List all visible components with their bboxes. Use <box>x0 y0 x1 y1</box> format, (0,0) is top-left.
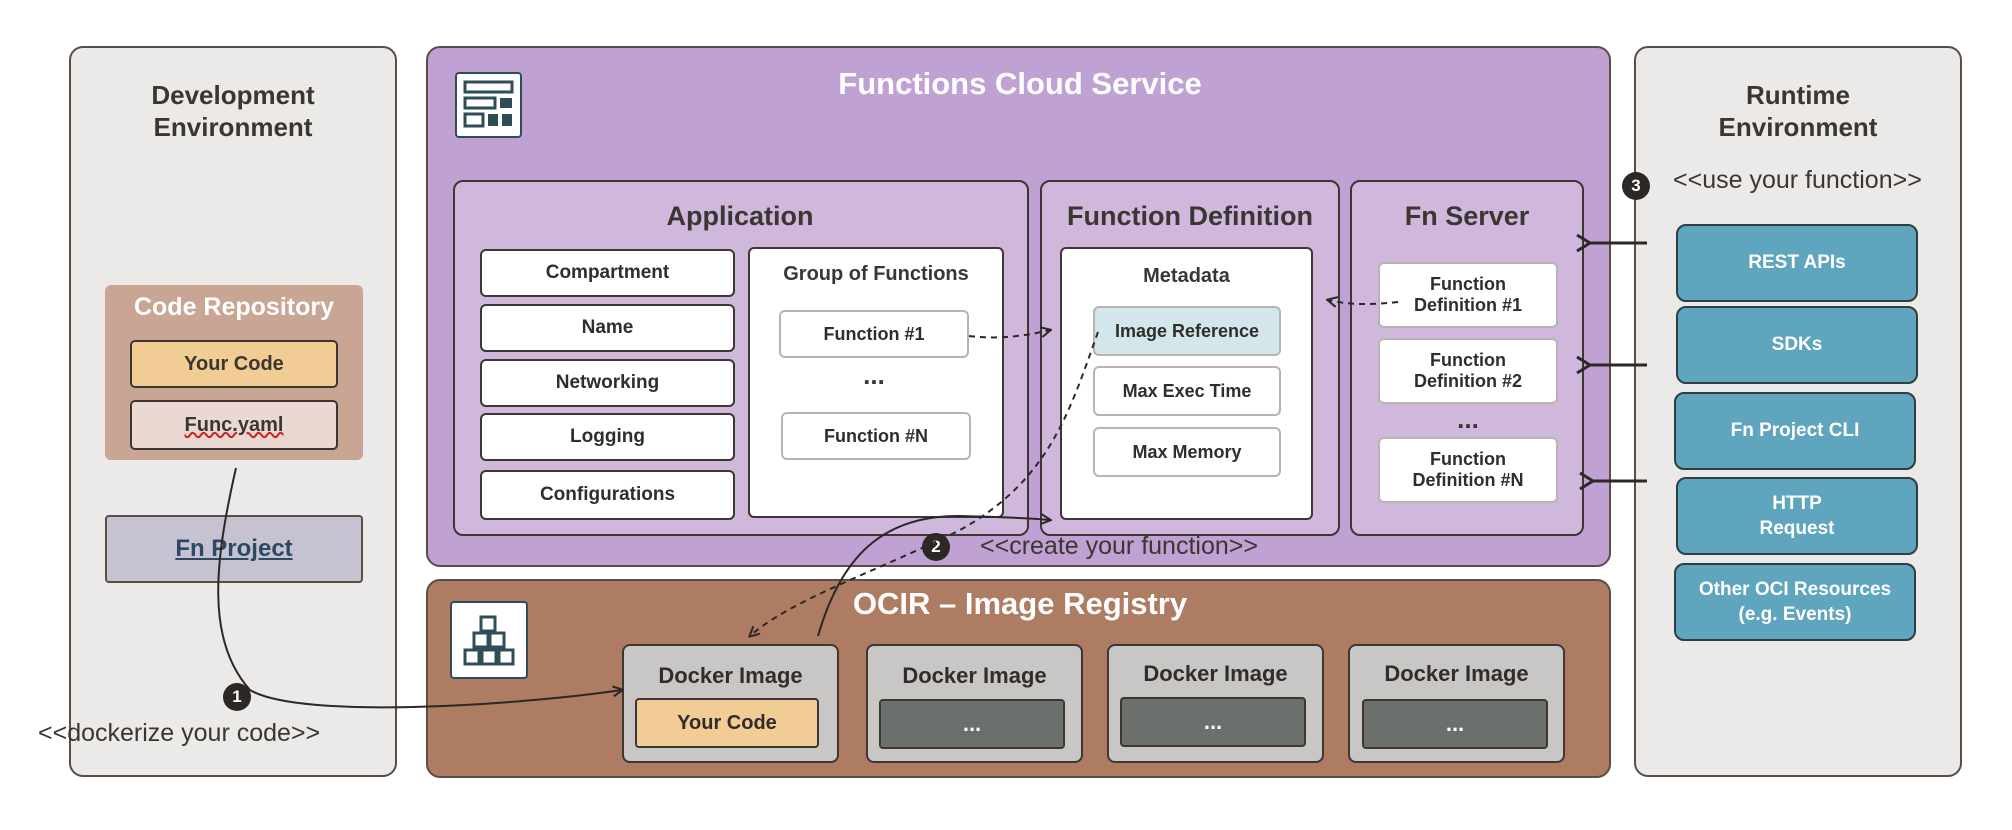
fn-server-title: Fn Server <box>1404 200 1530 231</box>
dockerize-arrow <box>217 467 622 709</box>
ocir-title: OCIR – Image Registry <box>852 586 1188 621</box>
http-request-client[interactable]: HTTP Request <box>1676 477 1918 555</box>
functions-ellipsis: ... <box>863 359 885 390</box>
max-exec-time: Max Exec Time <box>1093 366 1281 416</box>
application-compartment: Compartment <box>480 249 735 297</box>
docker-image-content: ... <box>879 699 1065 749</box>
step-2-marker: 2 <box>922 533 950 561</box>
create-function-label: <<create your function>> <box>980 532 1258 560</box>
group-of-functions-title: Group of Functions <box>783 262 969 285</box>
docker-image-label: Docker Image <box>1384 661 1529 686</box>
fn-server-definition-2: Function Definition #2 <box>1378 338 1558 404</box>
dashboard-icon <box>463 80 514 128</box>
application-networking: Networking <box>480 359 735 407</box>
step-3-marker: 3 <box>1622 172 1650 200</box>
fn-server-to-metadata-arrow <box>1328 300 1399 304</box>
fn-project-link[interactable]: Fn Project <box>105 515 363 583</box>
sdks-client[interactable]: SDKs <box>1676 306 1918 384</box>
fn-server-definition-n: Function Definition #N <box>1378 437 1558 503</box>
dockerize-label: <<dockerize your code>> <box>38 719 321 747</box>
function-1: Function #1 <box>779 310 969 358</box>
function-to-image-reference-arrow <box>968 330 1050 339</box>
ocir-icon <box>450 601 528 679</box>
docker-image-label: Docker Image <box>1143 661 1288 686</box>
development-environment-title: Development Environment <box>151 80 315 142</box>
function-n: Function #N <box>781 412 971 460</box>
application-configurations: Configurations <box>480 470 735 520</box>
registry-icon <box>463 615 515 666</box>
fn-server-definition-1: Function Definition #1 <box>1378 262 1558 328</box>
fn-project-cli-client[interactable]: Fn Project CLI <box>1674 392 1916 470</box>
docker-image-content: ... <box>1362 699 1548 749</box>
group-of-functions-box <box>748 247 1004 518</box>
code-repository-title: Code Repository <box>133 292 335 321</box>
function-definition-title: Function Definition <box>1067 200 1313 231</box>
image-reference: Image Reference <box>1093 306 1281 356</box>
docker-image-your-code-content: Your Code <box>635 698 819 748</box>
application-title: Application <box>666 200 814 231</box>
functions-cloud-service-title: Functions Cloud Service <box>838 66 1202 101</box>
functions-service-icon <box>455 72 522 138</box>
runtime-environment-title: Runtime Environment <box>1718 80 1878 142</box>
docker-image-label: Docker Image <box>658 663 803 688</box>
func-yaml-file: Func.yaml <box>130 400 338 450</box>
application-name: Name <box>480 304 735 352</box>
image-reference-to-docker-arrow <box>750 331 1099 636</box>
fn-server-ellipsis: ... <box>1457 403 1479 434</box>
your-code-file: Your Code <box>130 340 338 388</box>
application-logging: Logging <box>480 413 735 461</box>
docker-image-content: ... <box>1120 697 1306 747</box>
step-1-marker: 1 <box>223 683 251 711</box>
docker-image-label: Docker Image <box>902 663 1047 688</box>
metadata-title: Metadata <box>1143 264 1230 287</box>
rest-apis-client[interactable]: REST APIs <box>1676 224 1918 302</box>
max-memory: Max Memory <box>1093 427 1281 477</box>
use-function-label: <<use your function>> <box>1673 166 1922 194</box>
create-function-arrow <box>817 516 1050 637</box>
other-oci-resources-client[interactable]: Other OCI Resources (e.g. Events) <box>1674 563 1916 641</box>
